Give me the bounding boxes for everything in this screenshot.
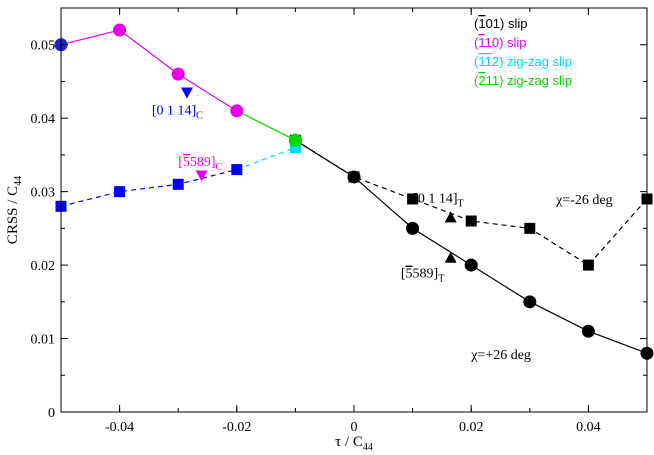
annotations: [0 1 14]C[5589]C[0 1 14]T[5589]Tχ=-26 de… (152, 104, 613, 364)
x-tick-label: -0.02 (222, 420, 251, 435)
x-tick-label: 0.04 (576, 420, 601, 435)
legend: (101) slip(110) slip(112) zig-zag slip(2… (474, 16, 572, 88)
data-point (171, 67, 185, 81)
ann-0114-t: [0 1 14]T (413, 192, 463, 210)
y-tick-label: 0 (48, 406, 55, 421)
data-point (406, 221, 420, 235)
data-point (172, 178, 184, 190)
legend-entry: (112) zig-zag slip (474, 54, 572, 69)
x-tick-label: 0.02 (459, 420, 484, 435)
axis-ticks (60, 8, 648, 413)
data-point (582, 259, 594, 271)
annotation-main: χ=+26 deg (470, 348, 531, 363)
y-axis-label-main: CRSS / C (5, 186, 21, 244)
series-line (295, 139, 648, 354)
annotation-overbar: 5 (183, 155, 190, 170)
ann-589-t: [5589]T (401, 267, 444, 285)
series-line (60, 29, 238, 112)
data-point (465, 215, 477, 227)
data-point (114, 186, 126, 198)
data-point (289, 142, 301, 154)
x-tick-label: -0.04 (105, 420, 134, 435)
annotation-main: 589] (190, 155, 216, 170)
annotation-main: 589] (413, 267, 439, 282)
data-point (444, 251, 457, 263)
legend-entry-post: 11) zig-zag slip (486, 73, 572, 88)
annotation-prefix: [ (401, 267, 406, 282)
data-point (288, 133, 302, 147)
series-line (236, 147, 296, 171)
data-point (180, 87, 193, 99)
data-point (407, 193, 419, 205)
annotation-sub: C (216, 162, 223, 173)
legend-entry-bar: 2 (478, 73, 485, 88)
annotation-sub: C (196, 111, 203, 122)
y-tick-label: 0.01 (31, 333, 56, 348)
x-axis-label: τ / C44 (335, 434, 373, 453)
y-tick-label: 0.03 (31, 186, 56, 201)
legend-entry-pre: ( (474, 73, 479, 88)
data-point (581, 324, 595, 338)
y-tick-label: 0.05 (31, 39, 56, 54)
legend-entry-post: 2) zig-zag slip (492, 54, 572, 69)
series-line (236, 110, 296, 141)
legend-entry-pre: ( (474, 35, 479, 50)
ann-0114-c: [0 1 14]C (152, 104, 203, 122)
data-point (230, 104, 244, 118)
ann-chi-neg: χ=-26 deg (555, 193, 613, 208)
annotation-main: [0 1 14] (413, 192, 457, 207)
y-tick-label: 0.02 (31, 259, 56, 274)
data-point (444, 211, 457, 223)
data-point (464, 258, 478, 272)
legend-entry: (101) slip (474, 16, 528, 31)
data-point (195, 170, 208, 182)
ann-589-c: [5589]C (178, 155, 222, 173)
annotation-sub: T (458, 199, 464, 210)
legend-entry-bar: 11 (478, 54, 492, 69)
y-tick-label: 0.04 (31, 112, 56, 127)
annotation-main: χ=-26 deg (555, 193, 613, 208)
x-axis-label-sub: 44 (363, 442, 373, 453)
y-axis-label: CRSS / C44 (5, 176, 24, 244)
series-line (60, 169, 237, 207)
legend-entry-pre: ( (474, 16, 479, 31)
annotation-main: [0 1 14] (152, 104, 196, 119)
data-point (524, 222, 536, 234)
tick-labels: -0.04 -0.02 0 0.02 0.04 0 0.01 0.02 0.03 0.04 0.05 (31, 39, 601, 435)
annotation-prefix: [ (178, 155, 183, 170)
data-point (231, 164, 243, 176)
data-point (348, 171, 360, 183)
legend-entry-post: 10) slip (485, 35, 527, 50)
legend-entry: (110) slip (474, 35, 527, 50)
annotation-overbar: 5 (406, 267, 413, 282)
data-point (113, 23, 127, 37)
annotation-sub: T (438, 274, 444, 285)
y-axis-label-sub: 44 (13, 176, 24, 186)
x-axis-label-main: τ / C (335, 434, 363, 450)
legend-entry: (211) zig-zag slip (474, 73, 572, 88)
x-tick-label: 0 (351, 420, 358, 435)
ann-chi-pos: χ=+26 deg (470, 348, 531, 363)
legend-entry-bar: 1 (478, 35, 485, 50)
plot-markers (54, 23, 654, 360)
legend-entry-pre: ( (474, 54, 479, 69)
legend-entry-bar: 1 (478, 16, 485, 31)
data-point (523, 295, 537, 309)
legend-entry-post: 01) slip (486, 16, 528, 31)
